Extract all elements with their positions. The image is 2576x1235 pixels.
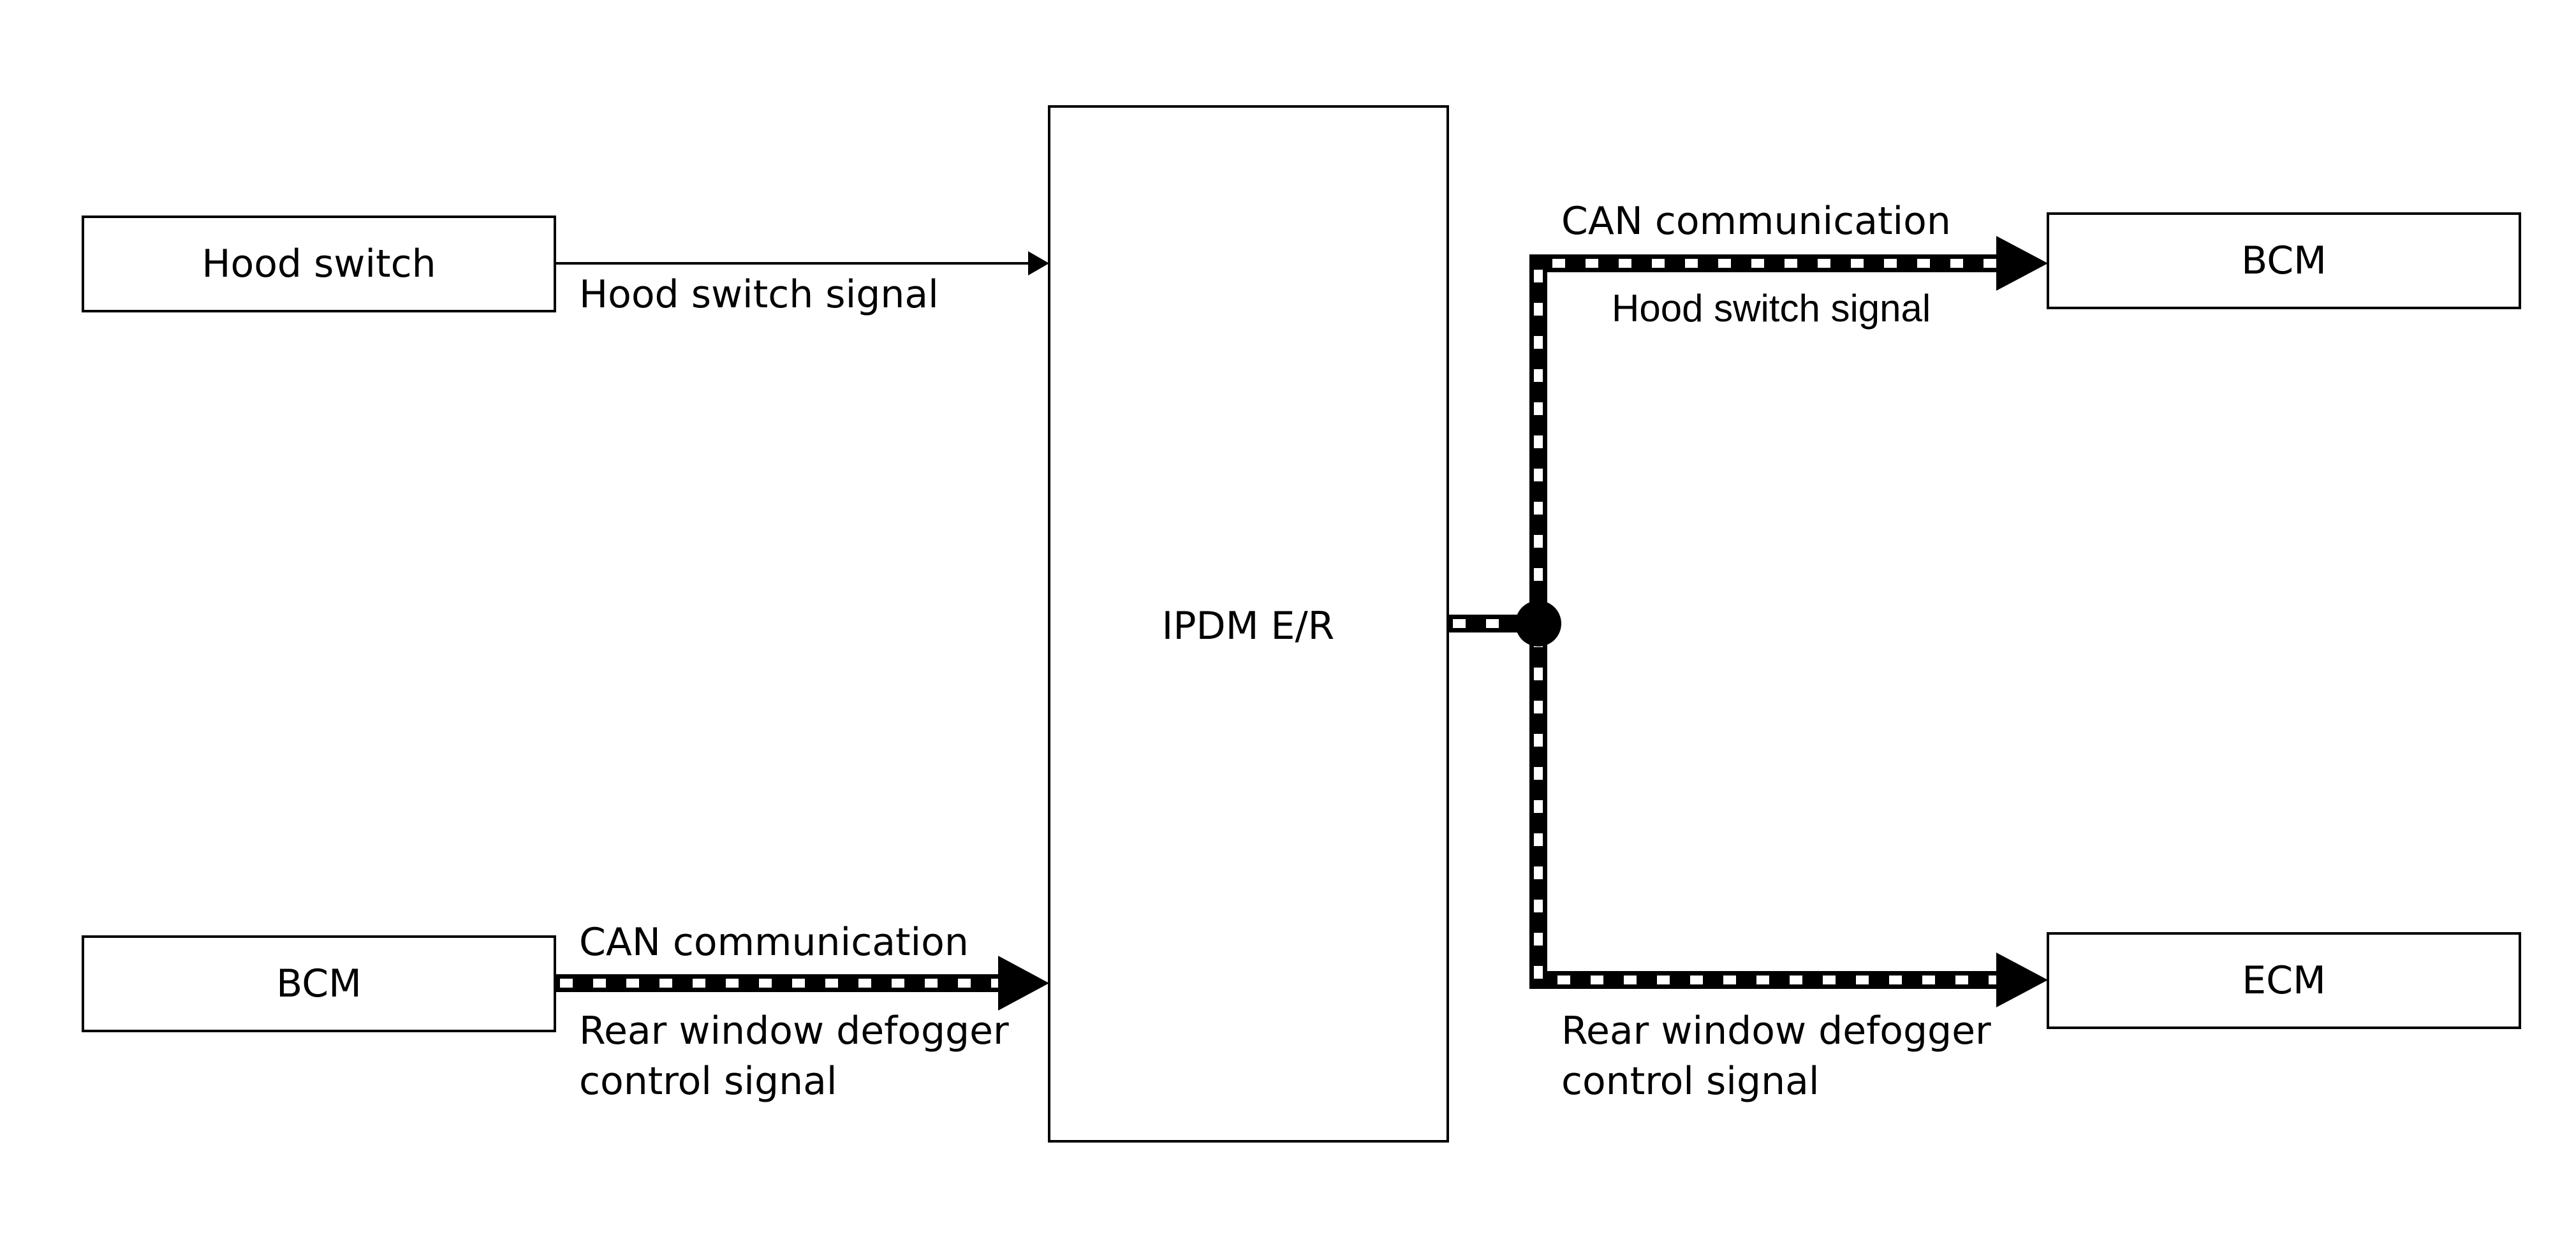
bcm-can-signal-label-line2: control signal	[579, 1059, 837, 1104]
bcm-can-signal-label-line1: Rear window defogger	[579, 1009, 1009, 1053]
ipdm-to-ecm-signal-label-line2: control signal	[1561, 1059, 1820, 1104]
ipdm-to-ecm-signal-label-line1: Rear window defogger	[1561, 1009, 1991, 1053]
ipdm-to-bcm-signal-label: Hood switch signal	[1612, 287, 1931, 330]
hood-switch-signal-edge: Hood switch signal	[555, 251, 1049, 317]
can-junction-dot	[1515, 601, 1561, 647]
hood-switch-box	[82, 216, 556, 312]
bcm-output-label: BCM	[2241, 238, 2327, 283]
hood-switch-signal-label: Hood switch signal	[579, 272, 939, 317]
bcm-to-ipdm-can-edge: CAN communication Rear window defogger c…	[555, 920, 1049, 1104]
ipdm-can-bus-edge	[1448, 236, 2048, 1007]
hood-switch-label: Hood switch	[202, 242, 436, 286]
ecm-output-node: ECM	[2047, 932, 2521, 1029]
ipdm-to-bcm-protocol-label: CAN communication	[1561, 199, 1951, 244]
bcm-input-label: BCM	[276, 961, 362, 1006]
ipdm-label: IPDM E/R	[1162, 604, 1335, 648]
hood-switch-node: Hood switch	[82, 216, 556, 312]
ipdm-can-trunk-line	[1529, 254, 1996, 989]
bcm-can-arrowhead	[998, 956, 1049, 1011]
ipdm-to-bcm-arrowhead	[1996, 236, 2048, 291]
bcm-can-protocol-label: CAN communication	[579, 920, 969, 965]
bcm-output-node: BCM	[2047, 212, 2521, 309]
ipdm-node: IPDM E/R	[1048, 105, 1449, 1143]
hood-switch-arrowhead	[1028, 251, 1049, 275]
ipdm-to-ecm-arrowhead	[1996, 953, 2048, 1007]
bcm-input-node: BCM	[82, 935, 556, 1032]
ecm-output-label: ECM	[2242, 958, 2326, 1003]
ecm-output-box	[2047, 932, 2521, 1029]
ipdm-box	[1048, 105, 1449, 1143]
bcm-output-box	[2047, 212, 2521, 309]
bcm-input-box	[82, 935, 556, 1032]
ipdm-can-trunk-dashes	[1534, 259, 1996, 984]
